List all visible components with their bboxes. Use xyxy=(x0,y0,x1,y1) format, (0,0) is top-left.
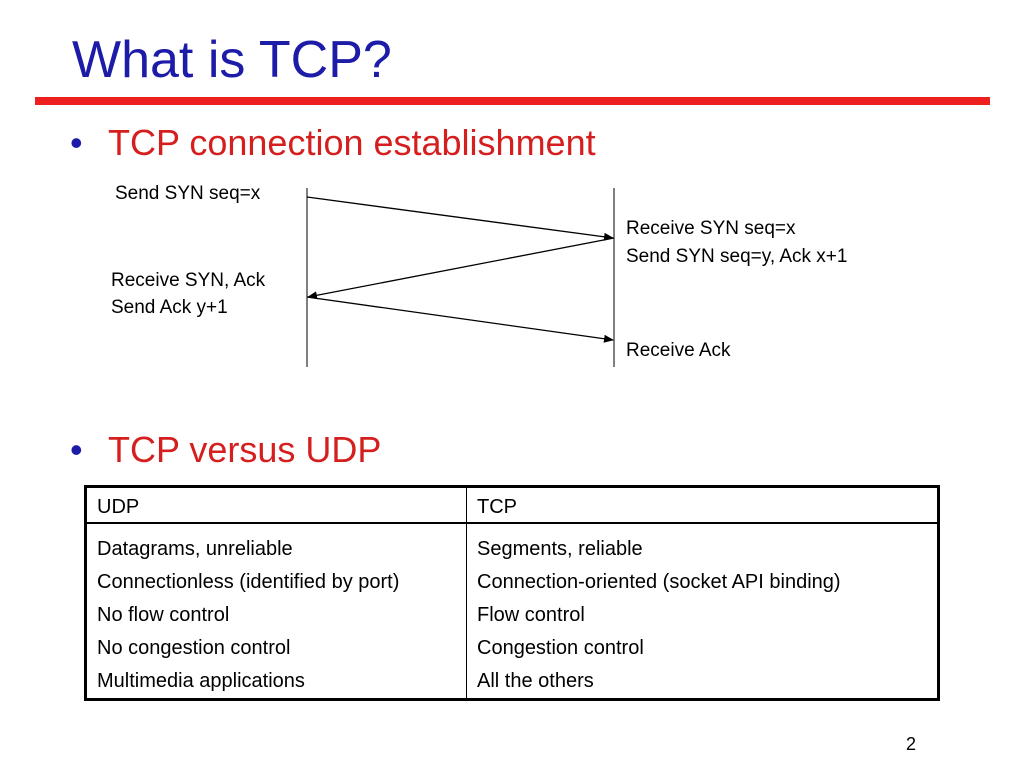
udp-feature: No flow control xyxy=(97,603,230,626)
bullet-text: TCP versus UDP xyxy=(108,429,382,470)
client-label-receive-syn-ack: Receive SYN, Ack xyxy=(111,270,266,291)
udp-feature: Datagrams, unreliable xyxy=(97,537,293,560)
tcp-feature: Flow control xyxy=(477,603,585,626)
udp-feature: Multimedia applications xyxy=(97,669,305,692)
client-label-send-ack: Send Ack y+1 xyxy=(111,297,228,318)
bullet-connection-establishment: • TCP connection establishment xyxy=(70,125,596,161)
bullet-tcp-versus-udp: • TCP versus UDP xyxy=(70,432,381,468)
header-udp: UDP xyxy=(85,486,467,524)
slide-title: What is TCP? xyxy=(72,31,392,89)
tcp-feature: Congestion control xyxy=(477,636,644,659)
tcp-feature: Segments, reliable xyxy=(477,537,643,560)
udp-feature: Connectionless (identified by port) xyxy=(97,570,400,593)
page-number: 2 xyxy=(906,734,917,754)
table-header-row: UDP TCP xyxy=(85,486,939,524)
title-divider xyxy=(35,97,990,105)
udp-feature: No congestion control xyxy=(97,636,291,659)
header-tcp: TCP xyxy=(466,486,939,524)
udp-tcp-comparison-table: UDP TCP Datagrams, unreliable Connection… xyxy=(84,485,940,701)
ack-arrow xyxy=(306,296,614,343)
tcp-features-cell: Segments, reliable Connection-oriented (… xyxy=(466,522,939,700)
table-row: Datagrams, unreliable Connectionless (id… xyxy=(85,522,939,700)
udp-features-cell: Datagrams, unreliable Connectionless (id… xyxy=(85,522,467,700)
tcp-feature: All the others xyxy=(477,669,594,692)
server-label-send-syn-ack: Send SYN seq=y, Ack x+1 xyxy=(626,246,847,267)
tcp-feature: Connection-oriented (socket API binding) xyxy=(477,570,841,593)
bullet-text: TCP connection establishment xyxy=(108,122,596,163)
server-label-receive-syn: Receive SYN seq=x xyxy=(626,218,796,239)
syn-arrow xyxy=(306,196,614,241)
bullet-dot: • xyxy=(70,122,83,163)
server-label-receive-ack: Receive Ack xyxy=(626,340,731,361)
client-label-send-syn: Send SYN seq=x xyxy=(115,183,261,204)
syn-ack-arrow xyxy=(307,237,615,300)
bullet-dot: • xyxy=(70,429,83,470)
